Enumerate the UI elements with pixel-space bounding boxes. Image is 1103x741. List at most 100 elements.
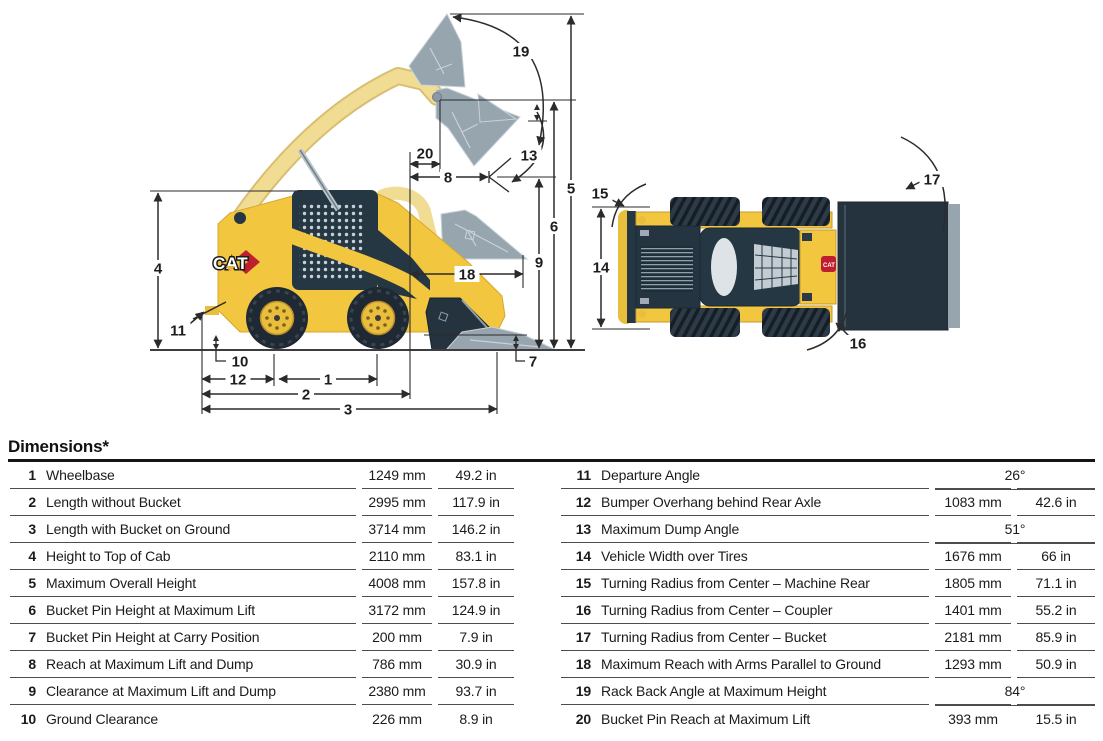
section-title: Dimensions* bbox=[8, 437, 109, 456]
dimensions-table-right: 11 Departure Angle 26° 12 Bumper Overhang be… bbox=[561, 462, 1095, 732]
rear-bumper bbox=[627, 211, 636, 323]
dimension-callout-12: 12 bbox=[230, 372, 247, 389]
value-mm: 3714 mm bbox=[362, 516, 432, 543]
value-degrees: 26° bbox=[935, 462, 1095, 490]
engine-grille bbox=[641, 246, 693, 292]
callout-backing bbox=[531, 254, 547, 270]
value-in: 146.2 in bbox=[438, 516, 514, 543]
side-view: CAT bbox=[150, 13, 585, 351]
dimension-callout-4: 4 bbox=[154, 261, 163, 278]
dimension-callout-15: 15 bbox=[592, 186, 609, 203]
value-in: 157.8 in bbox=[438, 570, 514, 597]
value-mm bbox=[935, 516, 1011, 543]
value-mm bbox=[935, 462, 1011, 489]
row-number: 18 bbox=[575, 656, 591, 672]
callout-backing bbox=[440, 169, 456, 185]
value-in: 93.7 in bbox=[438, 678, 514, 705]
lower-lift-arm bbox=[268, 222, 438, 308]
callout-backing bbox=[320, 371, 336, 387]
callout-backing bbox=[525, 353, 541, 369]
spec-row: 20 Bucket Pin Reach at Maximum Lift 393 mm… bbox=[561, 705, 1095, 732]
dimension-callout-20: 20 bbox=[417, 146, 434, 163]
lift-arm-raised bbox=[231, 67, 446, 227]
dimension-lines bbox=[150, 13, 584, 414]
row-number: 17 bbox=[575, 629, 591, 645]
ghost-bucket-small bbox=[477, 93, 518, 123]
tire-rear-right bbox=[670, 308, 740, 337]
row-label: Bumper Overhang behind Rear Axle bbox=[601, 494, 822, 510]
value-degrees: 51° bbox=[935, 516, 1095, 544]
callout-backing bbox=[150, 260, 166, 276]
value-degrees: 84° bbox=[935, 678, 1095, 706]
row-label: Bucket Pin Height at Carry Position bbox=[46, 629, 260, 645]
value-mm: 4008 mm bbox=[362, 570, 432, 597]
value-in bbox=[1017, 462, 1095, 489]
row-number: 2 bbox=[28, 494, 36, 510]
top-view: CAT bbox=[592, 136, 960, 351]
row-number: 8 bbox=[28, 656, 36, 672]
value-mm: 1805 mm bbox=[935, 570, 1011, 597]
row-number: 10 bbox=[20, 710, 36, 727]
callout-backing bbox=[563, 180, 579, 196]
rear-wheel bbox=[246, 287, 308, 349]
front-wheel bbox=[347, 287, 409, 349]
bucket-pin bbox=[432, 92, 442, 102]
value-mm: 786 mm bbox=[362, 651, 432, 678]
row-label: Bucket Pin Reach at Maximum Lift bbox=[601, 710, 811, 727]
dimension-callout-1: 1 bbox=[324, 372, 332, 389]
value-in: 7.9 in bbox=[438, 624, 514, 651]
value-in: 66 in bbox=[1017, 543, 1095, 570]
value-mm: 393 mm bbox=[948, 710, 998, 727]
row-number: 14 bbox=[575, 548, 591, 564]
callout-backing bbox=[508, 43, 534, 59]
row-label: Length with Bucket on Ground bbox=[46, 521, 231, 537]
callout-backing bbox=[412, 145, 438, 161]
cat-logo-top-text: CAT bbox=[823, 263, 835, 269]
callout-backing bbox=[298, 386, 314, 402]
callout-backing bbox=[340, 401, 356, 417]
value-in: 71.1 in bbox=[1017, 570, 1095, 597]
dimension-callout-8: 8 bbox=[444, 170, 452, 187]
ghost-bucket-racked bbox=[408, 13, 466, 88]
row-label: Departure Angle bbox=[601, 467, 700, 483]
value-in: 85.9 in bbox=[1017, 624, 1095, 651]
row-number: 5 bbox=[28, 575, 36, 591]
callout-backing bbox=[227, 353, 253, 369]
dimension-callout-2: 2 bbox=[302, 387, 310, 404]
value-in: 83.1 in bbox=[438, 543, 514, 570]
dimension-callout-6: 6 bbox=[550, 219, 558, 236]
dimension-callout-14: 14 bbox=[593, 260, 610, 277]
callout-backing bbox=[588, 259, 614, 275]
row-label: Height to Top of Cab bbox=[46, 548, 171, 564]
roof-panel bbox=[711, 238, 737, 296]
row-label: Maximum Dump Angle bbox=[601, 521, 740, 537]
tire-front-right bbox=[762, 308, 830, 337]
row-number: 11 bbox=[576, 467, 592, 483]
callout-backing bbox=[516, 147, 542, 163]
value-in bbox=[1017, 678, 1095, 705]
row-number: 20 bbox=[575, 710, 591, 727]
row-number: 12 bbox=[575, 494, 591, 510]
value-in: 8.9 in bbox=[459, 710, 493, 727]
dimension-callout-18: 18 bbox=[459, 267, 476, 284]
value-in: 42.6 in bbox=[1017, 489, 1095, 516]
value-mm: 2380 mm bbox=[362, 678, 432, 705]
value-in bbox=[1017, 516, 1095, 543]
value-mm: 2110 mm bbox=[362, 543, 432, 570]
